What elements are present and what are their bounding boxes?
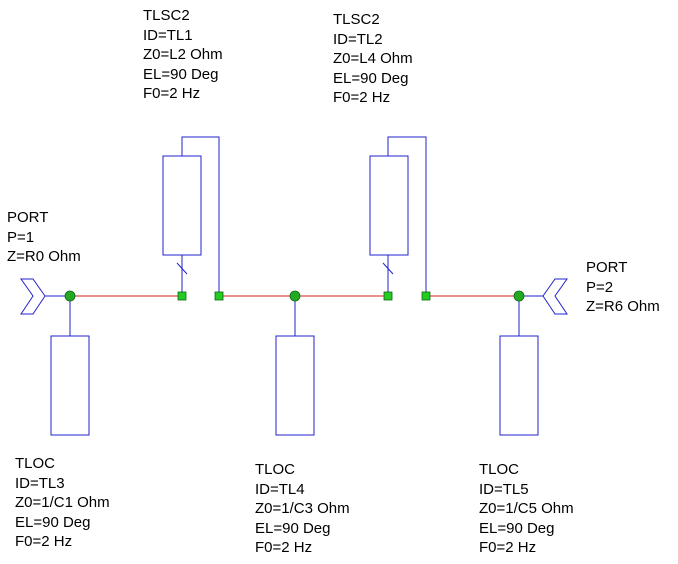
tl4-el: EL=90 Deg	[255, 519, 331, 537]
tl2-ground-mark	[382, 262, 394, 275]
tl3-z0: Z0=1/C1 Ohm	[15, 494, 110, 511]
tl1-label: TLSC2 ID=TL1 Z0=L2 Ohm EL=90 Deg F0=2 Hz	[143, 6, 223, 104]
tl1-ground-mark	[176, 262, 188, 275]
port2-type: PORT	[586, 259, 628, 276]
pin-tl2-b[interactable]	[421, 291, 431, 301]
pin-tl1-a[interactable]	[177, 291, 187, 301]
tl2-label: TLSC2 ID=TL2 Z0=L4 Ohm EL=90 Deg F0=2 Hz	[333, 10, 413, 108]
port1-label: PORT P=1 Z=R0 Ohm	[7, 208, 81, 267]
tl5-type: TLOC	[479, 461, 520, 478]
tl2-z0: Z0=L4 Ohm	[333, 50, 413, 67]
tl2-id: ID=TL2	[333, 30, 383, 48]
tl1-f0: F0=2 Hz	[143, 85, 201, 102]
tl3-label: TLOC ID=TL3 Z0=1/C1 Ohm EL=90 Deg F0=2 H…	[15, 454, 110, 552]
tl1-z0: Z0=L2 Ohm	[143, 46, 223, 63]
junction-node-3[interactable]	[513, 290, 525, 302]
tl5-stub[interactable]	[499, 296, 539, 436]
tl2-f0: F0=2 Hz	[333, 89, 391, 106]
tl5-label: TLOC ID=TL5 Z0=1/C5 Ohm EL=90 Deg F0=2 H…	[479, 460, 574, 558]
port1-symbol[interactable]	[20, 278, 46, 315]
tl1-type: TLSC2	[143, 7, 190, 24]
tl3-id: ID=TL3	[15, 474, 65, 492]
tl4-z0: Z0=1/C3 Ohm	[255, 500, 350, 517]
tl4-id: ID=TL4	[255, 480, 305, 498]
port1-number: P=1	[7, 228, 35, 246]
port2-impedance: Z=R6 Ohm	[586, 298, 660, 315]
tl4-label: TLOC ID=TL4 Z0=1/C3 Ohm EL=90 Deg F0=2 H…	[255, 460, 350, 558]
tl4-f0: F0=2 Hz	[255, 539, 313, 556]
tl3-stub[interactable]	[50, 296, 90, 436]
tl4-stub[interactable]	[275, 296, 315, 436]
tl3-type: TLOC	[15, 455, 56, 472]
junction-node-1[interactable]	[64, 290, 76, 302]
tl1-stub[interactable]	[162, 136, 220, 296]
tl3-el: EL=90 Deg	[15, 513, 91, 531]
tl2-el: EL=90 Deg	[333, 69, 409, 87]
tl2-type: TLSC2	[333, 11, 380, 28]
junction-node-2[interactable]	[289, 290, 301, 302]
port2-number: P=2	[586, 278, 614, 296]
tl3-f0: F0=2 Hz	[15, 533, 73, 550]
tl5-id: ID=TL5	[479, 480, 529, 498]
tl5-f0: F0=2 Hz	[479, 539, 537, 556]
tl1-id: ID=TL1	[143, 26, 193, 44]
pin-tl2-a[interactable]	[383, 291, 393, 301]
pin-tl1-b[interactable]	[214, 291, 224, 301]
tl2-stub[interactable]	[369, 136, 427, 296]
port2-label: PORT P=2 Z=R6 Ohm	[586, 258, 660, 317]
tl4-type: TLOC	[255, 461, 296, 478]
port2-symbol[interactable]	[542, 278, 568, 315]
port1-impedance: Z=R0 Ohm	[7, 248, 81, 265]
tl5-el: EL=90 Deg	[479, 519, 555, 537]
port1-type: PORT	[7, 209, 49, 226]
tl1-el: EL=90 Deg	[143, 65, 219, 83]
tl5-z0: Z0=1/C5 Ohm	[479, 500, 574, 517]
